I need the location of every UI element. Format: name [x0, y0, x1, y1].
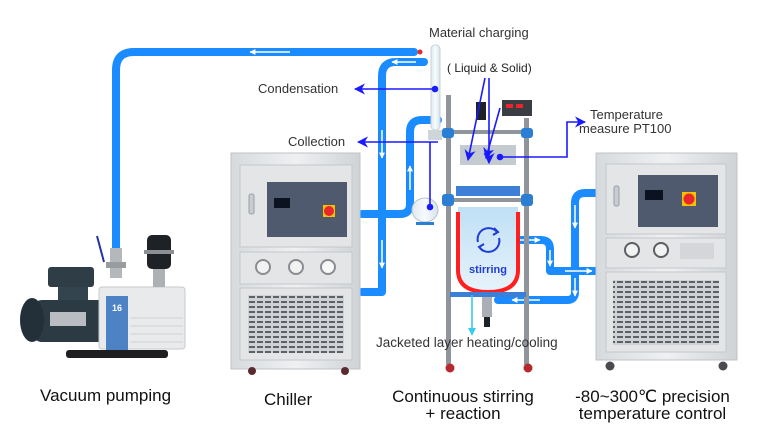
vacuum-pumping-caption: Vacuum pumping [40, 386, 172, 405]
flow-arrows [249, 49, 593, 303]
charging-pointer-1 [464, 77, 486, 162]
temperature-measure-line1: Temperature [590, 107, 663, 122]
heater-chiller-icon [595, 152, 738, 371]
liquid-solid-label: ( Liquid & Solid) [447, 61, 532, 75]
collection-label: Collection [288, 134, 346, 149]
pt100-pointer [500, 116, 587, 158]
material-charging-label: Material charging [429, 25, 529, 40]
reactor-caption: Continuous stirring + reaction [380, 388, 546, 422]
annotation-lines [353, 77, 587, 211]
stirring-label: stirring [469, 264, 507, 276]
jacket-outlet-pipe [513, 236, 604, 275]
chiller-caption: Chiller [264, 390, 313, 409]
stirring-arrows-icon [476, 227, 501, 253]
temperature-measure-line2: measure PT100 [579, 121, 672, 136]
temperature-control-line1: -80~300℃ precision [575, 387, 730, 406]
condensation-label: Condensation [258, 81, 339, 96]
temperature-control-caption: -80~300℃ precision temperature control [565, 388, 740, 422]
temperature-control-line2: temperature control [578, 404, 727, 423]
pump-badge: 16 [112, 303, 122, 313]
vacuum-pump-icon: 16 [20, 235, 186, 358]
condenser-water-return-pipe [358, 58, 428, 296]
reactor-caption-line2: + reaction [425, 404, 501, 423]
chiller-icon [230, 152, 361, 375]
vacuum-pipe [112, 48, 418, 252]
charging-pointer-3 [483, 107, 501, 160]
reactor-caption-line1: Continuous stirring [392, 387, 534, 406]
jacketed-layer-label: Jacketed layer heating/cooling [376, 335, 558, 350]
temperature-measure-label: Temperature measure PT100 [579, 107, 672, 136]
controller-return-pipe [494, 189, 604, 304]
